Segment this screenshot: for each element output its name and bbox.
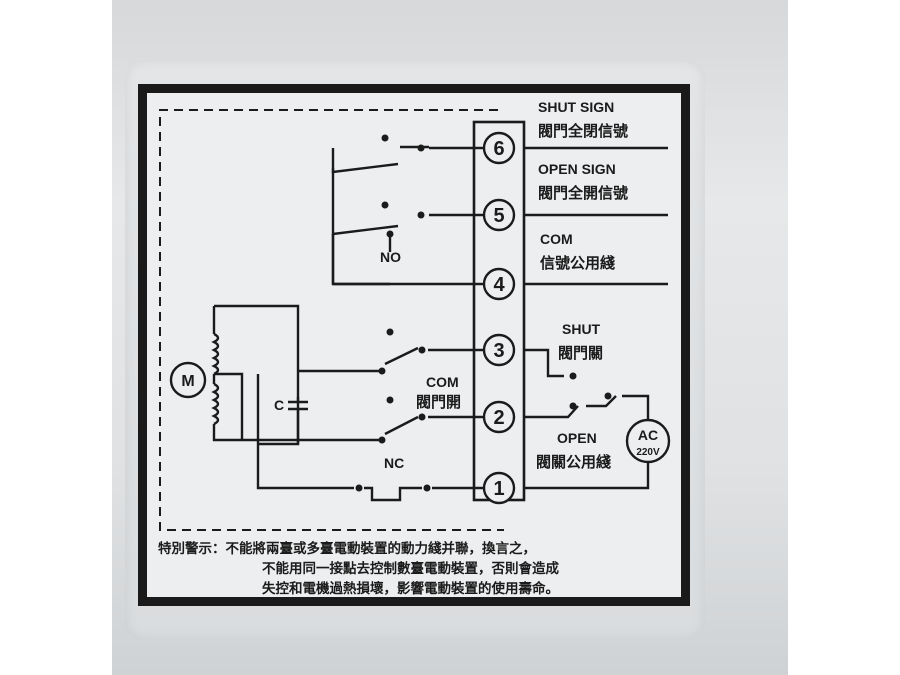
open-sign-label: OPEN SIGN [538,161,616,177]
open-sign-zh: 閥門全開信號 [538,184,628,202]
shut-zh: 閥門關 [558,345,603,362]
wiring-label [138,84,690,606]
wiring-label-face [147,93,681,597]
terminal-2-label: 2 [493,407,504,429]
no-label: NO [380,249,401,265]
shut-label: SHUT [562,321,601,337]
shut-sign-zh: 閥門全閉信號 [538,122,628,140]
terminal-3-label: 3 [493,340,504,362]
terminal-5-label: 5 [493,205,504,227]
warning-line-3: 失控和電機過熱損壞，影響電動裝置的使用壽命。 [262,581,559,597]
warning-line-1: 特別警示：不能將兩臺或多臺電動裝置的動力綫并聯，換言之， [158,541,536,557]
open-zh: 閥關公用綫 [536,453,611,471]
shut-sign-label: SHUT SIGN [538,99,614,115]
motor-symbol [169,361,207,399]
ac-label: AC [638,427,658,443]
capacitor-label: C [274,397,284,413]
nc-label: NC [384,455,404,471]
terminal-6 [482,131,516,165]
terminal-1-label: 1 [493,478,504,500]
terminal-1 [482,471,516,505]
com-zh: 信號公用綫 [540,254,615,272]
terminal-3 [482,333,516,367]
ac-source-symbol [625,418,671,464]
ac-voltage-label: 220V [636,447,660,458]
terminal-2 [482,400,516,434]
terminal-4-label: 4 [493,274,505,296]
motor-label: M [181,373,194,390]
terminal-6-label: 6 [493,138,504,160]
wiring-diagram: 6 5 4 3 2 1 SHUT SIGN 閥門全閉信號 OPEN SIGN 閥… [159,99,671,531]
com-label: COM [540,231,573,247]
terminal-block [472,120,526,502]
warning-line-2: 不能用同一接點去控制數臺電動裝置，否則會造成 [262,561,559,577]
com-left-zh: 閥門開 [416,394,461,411]
terminal-4 [482,267,516,301]
dashed-boundary [159,109,504,531]
terminal-5 [482,198,516,232]
com-left-label: COM [426,374,459,390]
open-label: OPEN [557,430,597,446]
